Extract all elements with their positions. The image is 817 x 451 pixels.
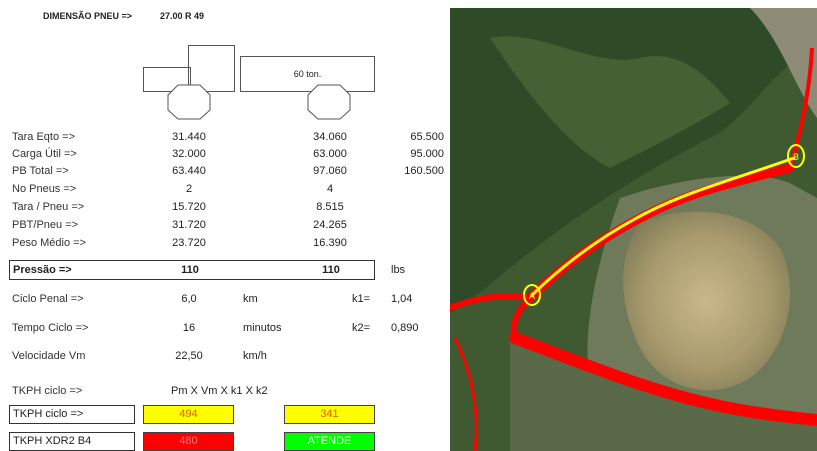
row-col2: 24.265 xyxy=(313,219,347,231)
row-col2: 16.390 xyxy=(313,237,347,249)
tkph-cycle-col2: 341 xyxy=(284,405,375,424)
cycle-value: 6,0 xyxy=(181,293,197,305)
pressure-row: Pressão => 110 110 xyxy=(9,260,375,280)
speed-value: 22,50 xyxy=(175,350,203,362)
row-col2: 97.060 xyxy=(313,165,347,177)
row-col2: 34.060 xyxy=(313,131,347,143)
tkph-xdr-label: TKPH XDR2 B4 xyxy=(13,435,92,447)
pressure-unit: lbs xyxy=(391,264,406,276)
row-label: PBT/Pneu => xyxy=(12,219,79,231)
truck-trailer: 60 ton. xyxy=(240,56,375,92)
k1-label: k1= xyxy=(352,293,371,305)
tkph-xdr-label-box: TKPH XDR2 B4 xyxy=(9,432,135,451)
satellite-map: A B xyxy=(450,8,817,451)
cycle-time-label: Tempo Ciclo => xyxy=(12,322,89,334)
row-col3: 160.500 xyxy=(404,165,444,177)
pressure-col2: 110 xyxy=(322,264,340,276)
row-col1: 15.720 xyxy=(172,201,206,213)
route-highlight xyxy=(530,156,796,297)
row-col1: 31.720 xyxy=(172,219,206,231)
rear-wheel xyxy=(307,84,351,120)
tkph-xdr-status: ATENDE xyxy=(284,432,375,451)
haul-road-branch xyxy=(788,47,814,169)
pressure-label: Pressão => xyxy=(13,264,72,276)
row-label: Peso Médio => xyxy=(12,237,86,249)
row-col1: 31.440 xyxy=(172,131,206,143)
k2-value: 0,890 xyxy=(391,322,419,334)
cycle-time-value: 16 xyxy=(182,322,196,334)
row-col3: 65.500 xyxy=(410,131,444,143)
truck-cab-low xyxy=(143,67,191,92)
truck-wheels xyxy=(167,84,351,120)
marker-b-label: B xyxy=(793,152,799,162)
row-col2: 4 xyxy=(326,183,334,195)
tkph-cycle-label: TKPH ciclo => xyxy=(13,408,84,420)
cycle-time-unit: minutos xyxy=(243,322,282,334)
haul-road-lower xyxy=(509,332,817,426)
speed-label: Velocidade Vm xyxy=(12,350,86,362)
cycle-unit: km xyxy=(243,293,258,305)
trailer-capacity-label: 60 ton. xyxy=(293,69,322,79)
row-col2: 8.515 xyxy=(316,201,344,213)
row-col1: 2 xyxy=(185,183,193,195)
tkph-xdr-col1: 480 xyxy=(143,432,234,451)
row-col1: 32.000 xyxy=(172,148,206,160)
marker-a-ring xyxy=(523,284,541,306)
marker-b-ring xyxy=(787,144,805,168)
open-pit xyxy=(623,211,790,391)
truck-cab-high xyxy=(188,45,235,92)
k1-value: 1,04 xyxy=(391,293,413,305)
k2-label: k2= xyxy=(352,322,371,334)
tkph-formula-label: TKPH ciclo => xyxy=(12,385,83,397)
tkph-cycle-label-box: TKPH ciclo => xyxy=(9,405,135,424)
tire-dimension-label: DIMENSÃO PNEU => xyxy=(43,11,133,21)
row-label: PB Total => xyxy=(12,165,69,177)
row-label: Tara / Pneu => xyxy=(12,201,85,213)
marker-a-label: A xyxy=(529,291,535,301)
row-col1: 63.440 xyxy=(172,165,206,177)
tkph-formula: Pm X Vm X k1 X k2 xyxy=(171,385,268,397)
mine-terraces xyxy=(750,8,817,118)
row-col3: 95.000 xyxy=(410,148,444,160)
row-label: Carga Útil => xyxy=(12,148,77,160)
cycle-label: Ciclo Penal => xyxy=(12,293,84,305)
forest-highlight xyxy=(490,36,730,169)
row-col2: 63.000 xyxy=(313,148,347,160)
haul-road-left xyxy=(450,293,537,341)
row-col1: 23.720 xyxy=(172,237,206,249)
row-label: No Pneus => xyxy=(12,183,77,195)
tkph-cycle-col1: 494 xyxy=(143,405,234,424)
row-label: Tara Eqto => xyxy=(12,131,75,143)
pressure-col1: 110 xyxy=(181,264,199,276)
speed-unit: km/h xyxy=(243,350,267,362)
front-wheel xyxy=(167,84,211,120)
tire-dimension-value: 27.00 R 49 xyxy=(160,11,205,21)
haul-road-side xyxy=(453,337,478,451)
